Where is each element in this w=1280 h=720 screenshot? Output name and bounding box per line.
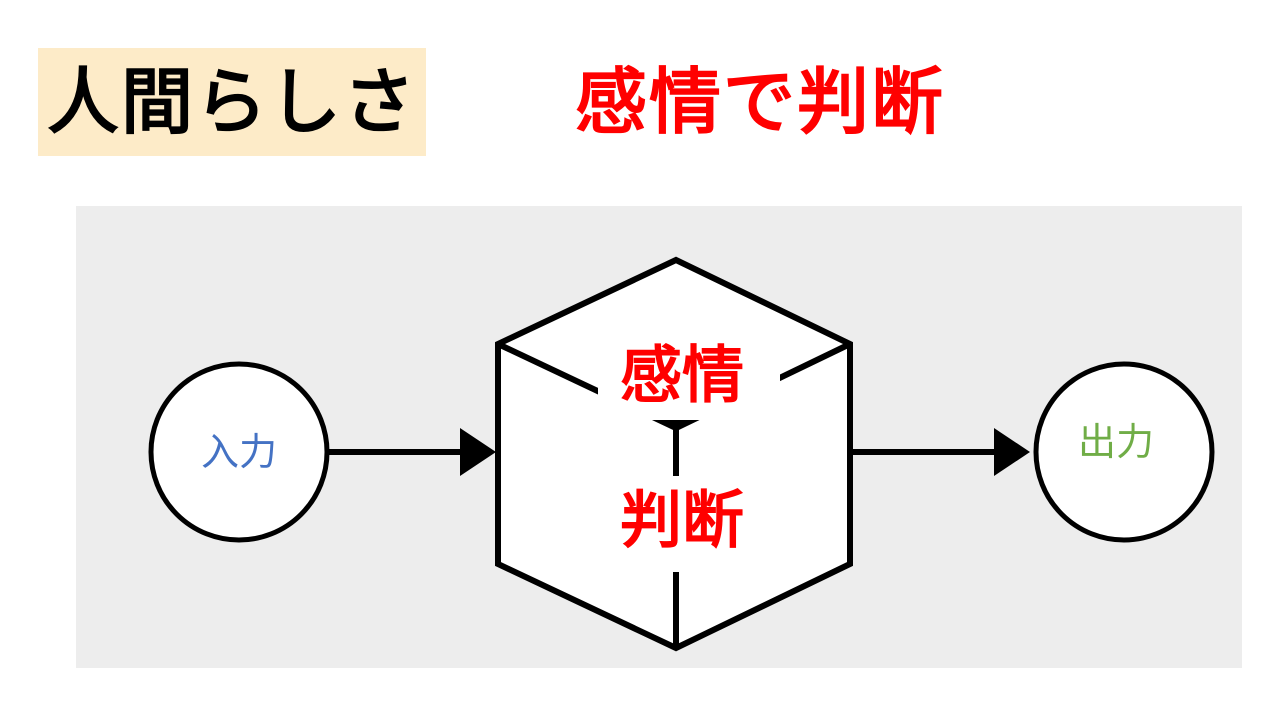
- headline: 感情で判断: [575, 60, 946, 144]
- output-node: [1033, 361, 1215, 543]
- box-bottom-label: 判断: [620, 484, 744, 557]
- heading-box: 人間らしさ: [38, 48, 426, 156]
- arrow-input-to-cube-head: [460, 428, 496, 476]
- box-bottom-label-bg: [598, 476, 780, 572]
- cube-edge-gap-cap: [666, 420, 686, 426]
- output-label: 出力: [1078, 420, 1154, 464]
- input-node: [148, 361, 330, 543]
- process-diagram: 入力 感情 判断 出力: [148, 256, 1215, 652]
- heading-title: 人間らしさ: [46, 60, 417, 144]
- box-top-label: 感情: [620, 339, 744, 412]
- box-top-label-bg: [598, 332, 780, 420]
- input-label: 入力: [201, 430, 277, 474]
- diagram-panel: 入力 感情 判断 出力: [76, 206, 1242, 668]
- arrow-cube-to-output-head: [994, 428, 1030, 476]
